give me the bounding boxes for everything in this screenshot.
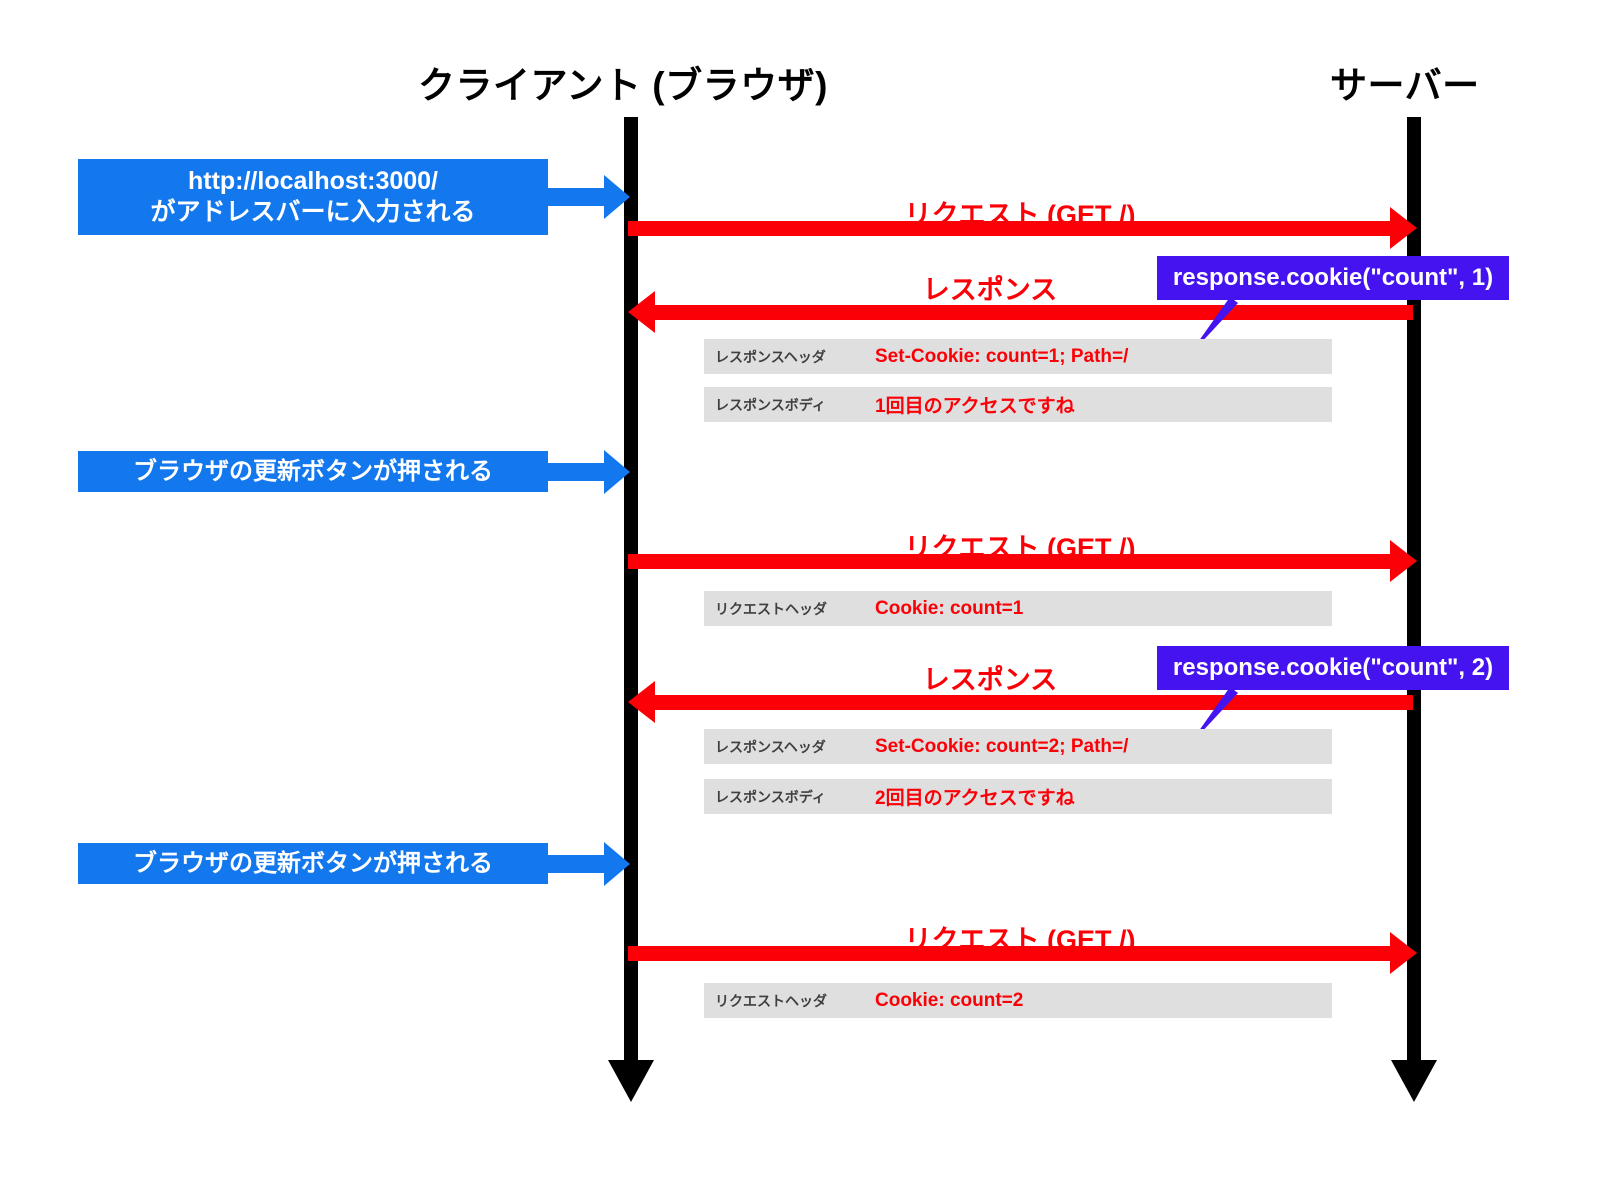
- detail-row-4: レスポンスヘッダ Set-Cookie: count=2; Path=/: [704, 729, 1332, 764]
- detail-row-4-key: レスポンスヘッダ: [715, 738, 826, 755]
- message-shaft-1: [628, 221, 1398, 236]
- action-box-2-line1: ブラウザの更新ボタンが押される: [133, 457, 493, 485]
- action-box-1-line2: がアドレスバーに入力される: [150, 198, 476, 226]
- detail-row-2-value: 1回目のアクセスですね: [875, 396, 1075, 417]
- detail-row-5: レスポンスボディ 2回目のアクセスですね: [704, 779, 1332, 814]
- detail-row-1-key: レスポンスヘッダ: [715, 348, 826, 365]
- detail-row-3-key: リクエストヘッダ: [715, 600, 827, 617]
- lifeline-client: [624, 117, 638, 1062]
- detail-row-6-value: Cookie: count=2: [875, 989, 1024, 1011]
- detail-row-5-value: 2回目のアクセスですね: [875, 788, 1075, 809]
- message-arrowhead-2: [628, 291, 655, 333]
- message-shaft-5: [628, 946, 1398, 961]
- lifeline-server: [1407, 117, 1421, 1062]
- message-arrowhead-1: [1390, 207, 1417, 249]
- action-box-1-line1: http://localhost:3000/: [187, 167, 439, 195]
- message-shaft-4: [648, 695, 1413, 710]
- detail-row-2: レスポンスボディ 1回目のアクセスですね: [704, 387, 1332, 422]
- callout-box-1: response.cookie("count", 1): [1157, 256, 1509, 300]
- message-label-4: レスポンス: [922, 665, 1058, 695]
- lifeline-server-arrowhead: [1391, 1060, 1437, 1102]
- action-arrow-shaft-3: [548, 855, 610, 873]
- lifeline-client-arrowhead: [608, 1060, 654, 1102]
- action-arrow-shaft-1: [548, 188, 610, 206]
- action-box-2[interactable]: ブラウザの更新ボタンが押される: [78, 451, 548, 492]
- message-shaft-3: [628, 554, 1398, 569]
- detail-row-6: リクエストヘッダ Cookie: count=2: [704, 983, 1332, 1018]
- action-arrow-shaft-2: [548, 463, 610, 481]
- action-arrow-head-1: [604, 175, 630, 219]
- message-arrowhead-3: [1390, 540, 1417, 582]
- detail-row-1: レスポンスヘッダ Set-Cookie: count=1; Path=/: [704, 339, 1332, 374]
- detail-row-6-key: リクエストヘッダ: [715, 992, 827, 1009]
- action-box-1[interactable]: http://localhost:3000/ がアドレスバーに入力される: [78, 159, 548, 235]
- detail-row-4-value: Set-Cookie: count=2; Path=/: [875, 735, 1129, 757]
- detail-row-3-value: Cookie: count=1: [875, 597, 1024, 619]
- detail-row-1-value: Set-Cookie: count=1; Path=/: [875, 345, 1129, 367]
- detail-row-2-key: レスポンスボディ: [715, 396, 826, 413]
- action-arrow-head-2: [604, 450, 630, 494]
- detail-row-5-key: レスポンスボディ: [715, 788, 826, 805]
- message-label-2: レスポンス: [922, 275, 1058, 305]
- message-arrowhead-5: [1390, 932, 1417, 974]
- callout-box-2: response.cookie("count", 2): [1157, 646, 1509, 690]
- detail-row-3: リクエストヘッダ Cookie: count=1: [704, 591, 1332, 626]
- action-box-3[interactable]: ブラウザの更新ボタンが押される: [78, 843, 548, 884]
- action-box-3-line1: ブラウザの更新ボタンが押される: [133, 849, 493, 877]
- action-arrow-head-3: [604, 842, 630, 886]
- actor-title-client: クライアント (ブラウザ): [418, 65, 828, 106]
- message-shaft-2: [648, 305, 1413, 320]
- actor-title-server: サーバー: [1330, 65, 1480, 106]
- message-arrowhead-4: [628, 681, 655, 723]
